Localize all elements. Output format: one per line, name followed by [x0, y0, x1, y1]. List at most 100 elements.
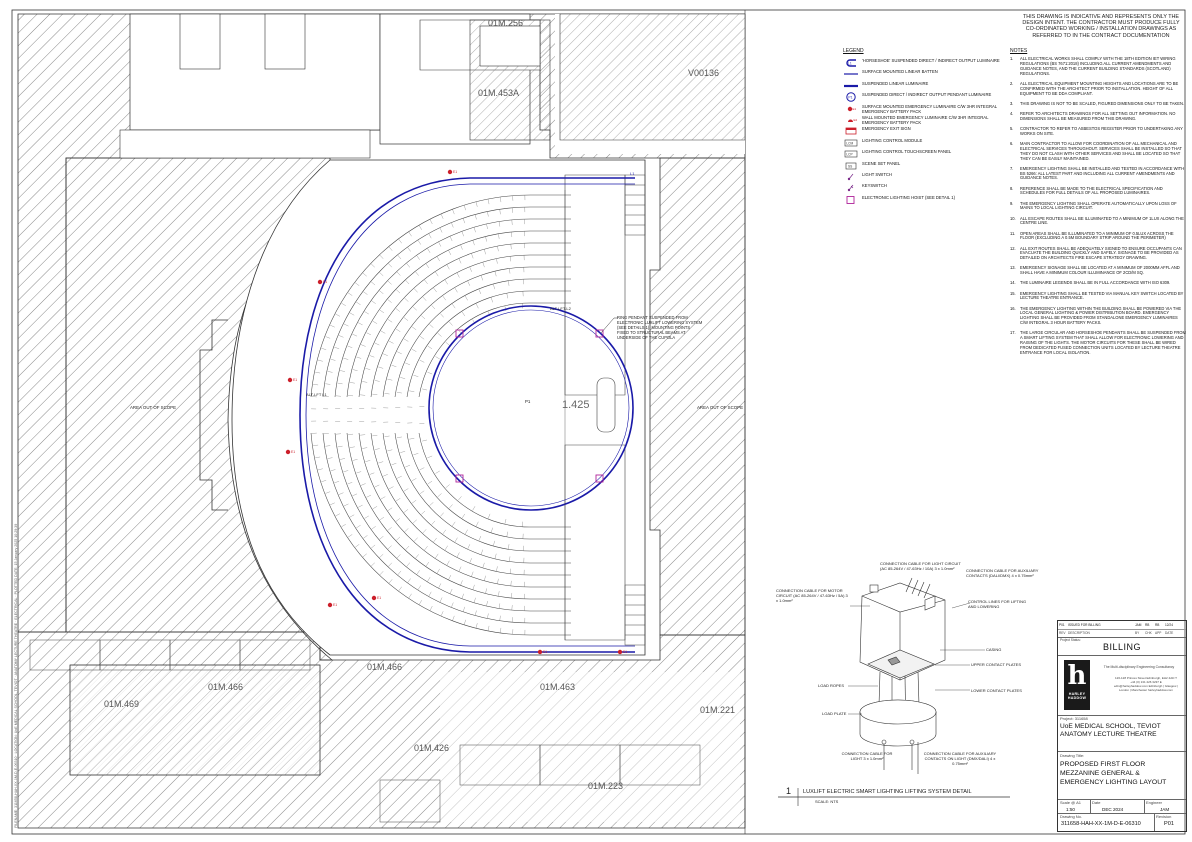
note-number: 7. [1010, 165, 1014, 171]
seat [369, 472, 375, 475]
note-item: 8.REFERENCE SHALL BE MADE TO THE ELECTRI… [1010, 185, 1186, 197]
seat [325, 336, 331, 339]
seat [378, 366, 384, 369]
seat [498, 603, 501, 609]
seat [356, 301, 361, 305]
revision-table: P01 ISSUED FOR BILLING JAM RB RB 12/24 R… [1058, 621, 1186, 638]
note-number: 4. [1010, 110, 1014, 116]
seat [398, 239, 402, 244]
by-header: BY [1135, 631, 1140, 635]
seat [387, 299, 392, 303]
seat-row-arc [370, 432, 571, 576]
seat [480, 275, 483, 281]
note-item: 17.THE LARGE CIRCULAR AND HORSESHOE PEND… [1010, 330, 1186, 356]
seat [460, 244, 463, 250]
note-text: REFERENCE SHALL BE MADE TO THE ELECTRICA… [1020, 185, 1163, 196]
seat [487, 513, 491, 519]
seat [469, 558, 472, 563]
seat-row-arc [310, 194, 571, 398]
seat [412, 326, 417, 330]
seat [497, 578, 499, 584]
notes-title: NOTES [1010, 48, 1028, 54]
seat [449, 236, 453, 242]
seat [458, 496, 462, 501]
seat [380, 496, 386, 500]
pendant-symbol-icon: P1 [843, 92, 859, 102]
rev-app: RB [1155, 623, 1160, 627]
seat [446, 264, 450, 270]
note-text: OPEN AREAS SHALL BE ILLUMINATED TO A MIN… [1020, 230, 1174, 241]
room-label-bottom-d: 01M.463 [540, 682, 576, 692]
seat [379, 255, 384, 259]
seat [334, 481, 340, 484]
seat [412, 500, 417, 504]
detail-scale: SCALE: NTS [815, 799, 839, 804]
seat-row-arc [406, 290, 571, 398]
project-number: 311658 [1074, 716, 1088, 721]
legend-text: ELECTRONIC LIGHTING HOIST (SEE DETAIL 1) [862, 194, 955, 200]
seat [440, 512, 444, 517]
label-l1-top: L1 [630, 171, 635, 176]
disclaimer-text: THIS DRAWING IS INDICATIVE AND REPRESENT… [1022, 14, 1180, 39]
seat [360, 394, 366, 396]
legend-text: 'HORSESHOE' SUSPENDED DIRECT / INDIRECT … [862, 58, 1000, 63]
seat [487, 625, 490, 631]
seat [340, 370, 346, 372]
seat [425, 263, 430, 269]
note-item: 6.MAIN CONTRACTOR TO ALLOW FOR COORDINAT… [1010, 141, 1186, 162]
seat [508, 280, 510, 286]
seat [365, 460, 371, 462]
seat [355, 282, 360, 286]
seat [372, 320, 378, 324]
light-switch-icon [843, 172, 859, 182]
seat [349, 446, 355, 448]
legend: LEGEND L1 'HORSESHOE' SUSPENDED DIRECT /… [843, 48, 1003, 206]
seat [485, 236, 487, 242]
seat [415, 554, 419, 559]
seat [458, 258, 462, 264]
seat [464, 205, 466, 211]
seat [435, 470, 440, 474]
seat [313, 384, 319, 386]
note-text: EMERGENCY LIGHTING SHALL BE INSTALLED AN… [1020, 165, 1185, 181]
seat [360, 434, 366, 436]
note-text: CONTRACTOR TO REFER TO ASBESTOS REGISTER… [1020, 125, 1183, 136]
seat [356, 471, 362, 474]
seat [480, 549, 483, 555]
detail-number: 1 [786, 786, 792, 796]
seat [478, 289, 482, 295]
seat [400, 377, 406, 379]
seat [397, 475, 402, 479]
seat [396, 289, 401, 294]
seat [387, 378, 393, 381]
seat [317, 359, 323, 362]
seat [337, 445, 343, 448]
seat [396, 392, 402, 394]
seat [414, 537, 418, 542]
project-status: BILLING [1102, 642, 1141, 652]
seat [384, 393, 390, 395]
drawing-title: PROPOSED FIRST FLOOR MEZZANINE GENERAL &… [1060, 761, 1167, 787]
legend-item-e2: E2 WALL MOUNTED EMERGENCY LUMINAIRE C/W … [843, 115, 1003, 126]
rev-by: JAM [1135, 623, 1142, 627]
seat [335, 313, 341, 317]
seat [327, 457, 333, 459]
seat [395, 308, 400, 312]
seat [338, 492, 344, 495]
seat [444, 545, 448, 551]
seat [358, 504, 363, 508]
emergency-luminaire-icon [537, 649, 543, 655]
seat [409, 390, 415, 392]
seat [363, 535, 368, 539]
seat [451, 222, 454, 228]
seat [475, 521, 479, 527]
seat-row-arc [382, 432, 571, 564]
seat [427, 577, 431, 582]
scene-set-icon: SS [843, 161, 859, 171]
seat [461, 513, 466, 519]
seat [427, 345, 433, 350]
seat [498, 233, 500, 239]
seat [428, 233, 432, 239]
room-label-bottom-e: 01M.221 [700, 705, 736, 715]
